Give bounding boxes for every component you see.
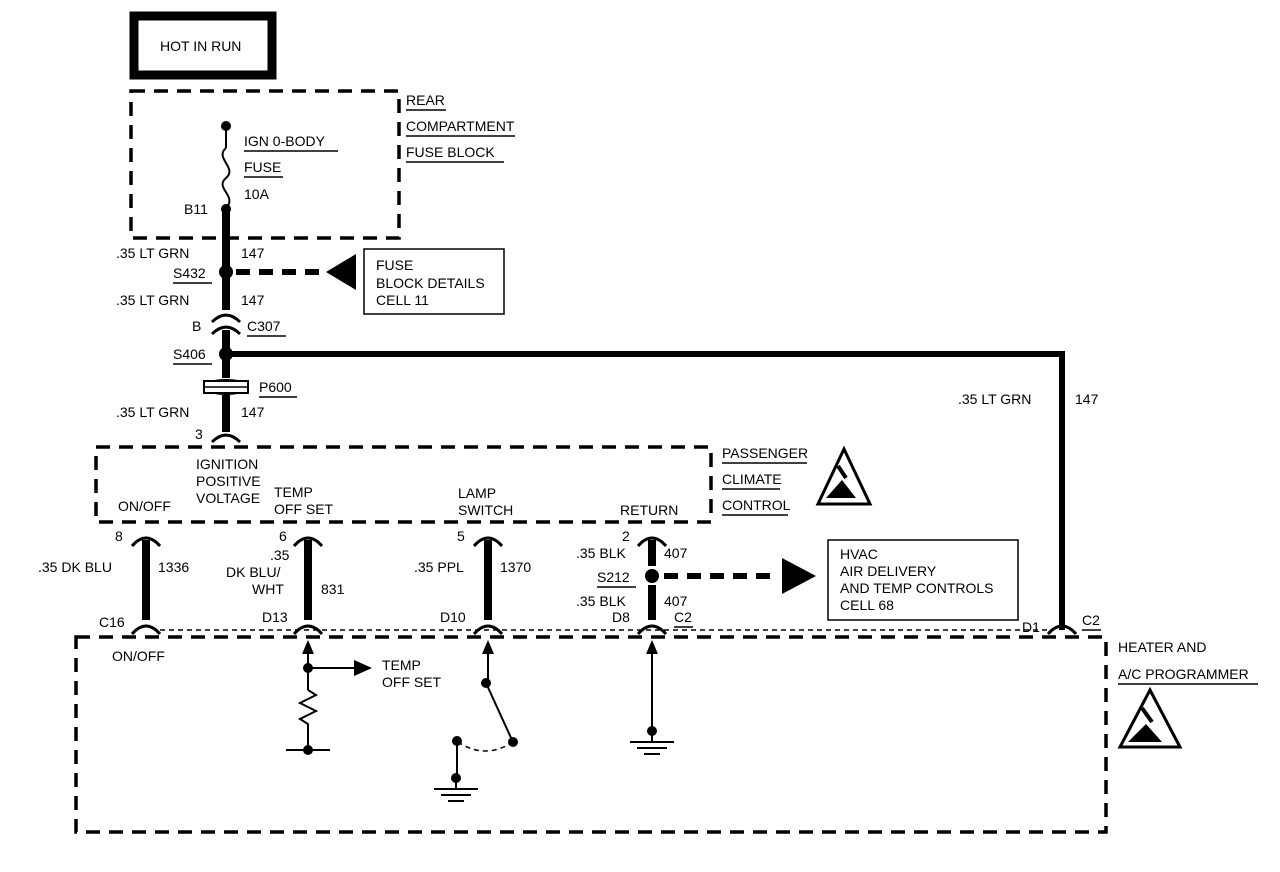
d8-label: D8: [612, 609, 630, 625]
w4-gauge: .35 LT GRN: [958, 391, 1031, 407]
pin2-label: 2: [622, 528, 630, 544]
hvac-ref: HVAC AIR DELIVERY AND TEMP CONTROLS CELL…: [827, 539, 1019, 621]
w6-circuit: 831: [321, 581, 345, 597]
p600-label: P600: [259, 379, 292, 395]
fuse-details-ref: FUSE BLOCK DETAILS CELL 11: [363, 248, 505, 315]
programmer-title-1: HEATER AND: [1118, 639, 1206, 655]
hvac-line-3: AND TEMP CONTROLS: [840, 580, 994, 596]
pin8-label: 8: [115, 528, 123, 544]
esd-warning-icon: [1117, 686, 1183, 749]
splice-s432: [219, 265, 233, 279]
ign-label-3: VOLTAGE: [196, 490, 260, 506]
branch-wires: [142, 540, 656, 620]
d13-label: D13: [262, 609, 288, 625]
pcc-title-3: CONTROL: [722, 497, 791, 513]
pcc-temp-label-1: TEMP: [274, 484, 313, 500]
fuse-block-title-1: REAR: [406, 92, 445, 108]
c307-pin: B: [192, 318, 201, 334]
programmer-connectors: [130, 624, 1078, 636]
w6-gauge-3: WHT: [252, 581, 284, 597]
w1-circuit: 147: [241, 245, 265, 261]
w9-circuit: 407: [664, 593, 688, 609]
fuse-block-title-3: FUSE BLOCK: [406, 144, 495, 160]
pin5-label: 5: [457, 528, 465, 544]
c2b-label: C2: [1082, 612, 1100, 628]
programmer-temp-label-2: OFF SET: [382, 674, 442, 690]
esd-warning-icon: [815, 445, 873, 506]
fuse-name-2: FUSE: [244, 159, 281, 175]
pcc-onoff-label: ON/OFF: [118, 498, 171, 514]
programmer-onoff-label: ON/OFF: [112, 648, 165, 664]
temp-offset-circuit: [286, 640, 372, 755]
hot-in-run-label: HOT IN RUN: [160, 38, 241, 54]
fuse-icon: [221, 121, 231, 214]
ground-icon: [630, 731, 674, 755]
fuse-name-1: IGN 0-BODY: [244, 133, 326, 149]
w4-circuit: 147: [1075, 391, 1099, 407]
w3-gauge: .35 LT GRN: [116, 404, 189, 420]
programmer-temp-label-1: TEMP: [382, 657, 421, 673]
programmer-box: [74, 635, 1108, 834]
fuse-details-line-1: FUSE: [376, 257, 413, 273]
arrow-icon: [782, 558, 816, 594]
connector-c307: [210, 313, 242, 336]
w5-circuit: 1336: [158, 559, 189, 575]
c2a-label: C2: [674, 609, 692, 625]
splice-s212: [645, 569, 659, 583]
ign-label-2: POSITIVE: [196, 473, 261, 489]
pin6-label: 6: [279, 528, 287, 544]
w5-gauge: .35 DK BLU: [38, 559, 112, 575]
passenger-climate-control-box: [94, 445, 713, 524]
w8-gauge: .35 BLK: [576, 545, 626, 561]
d10-label: D10: [440, 609, 466, 625]
w7-circuit: 1370: [500, 559, 531, 575]
pcc-temp-label-2: OFF SET: [274, 501, 334, 517]
fuse-block-box: REAR COMPARTMENT FUSE BLOCK IGN 0-BODY F…: [129, 89, 515, 240]
hvac-line-4: CELL 68: [840, 597, 894, 613]
hvac-line-2: AIR DELIVERY: [840, 563, 937, 579]
w7-gauge: .35 PPL: [414, 559, 464, 575]
fuse-block-title-2: COMPARTMENT: [406, 118, 515, 134]
arrow-icon: [326, 254, 356, 290]
d1-label: D1: [1022, 619, 1040, 635]
w2-circuit: 147: [241, 292, 265, 308]
pin3-label: 3: [195, 426, 203, 442]
pcc-return-label: RETURN: [620, 502, 678, 518]
w8-circuit: 407: [664, 545, 688, 561]
w3-circuit: 147: [241, 404, 265, 420]
fuse-rating: 10A: [244, 186, 270, 202]
fuse-details-line-3: CELL 11: [376, 292, 429, 308]
w2-gauge: .35 LT GRN: [116, 292, 189, 308]
w1-gauge: .35 LT GRN: [116, 245, 189, 261]
c16-label: C16: [99, 614, 125, 630]
pcc-title-1: PASSENGER: [722, 445, 808, 461]
lamp-switch-circuit: [451, 640, 518, 783]
hot-in-run-box: HOT IN RUN: [129, 11, 277, 80]
w9-gauge: .35 BLK: [576, 593, 626, 609]
pcc-pin-connectors: [130, 536, 668, 548]
pcc-lamp-label-1: LAMP: [458, 485, 496, 501]
return-circuit: [646, 640, 658, 736]
w6-gauge-2: DK BLU/: [226, 564, 281, 580]
fuse-details-line-2: BLOCK DETAILS: [376, 275, 485, 291]
w6-gauge-1: .35: [270, 547, 290, 563]
s212-label: S212: [597, 569, 630, 585]
pin3-connector: [210, 433, 242, 444]
s406-label: S406: [173, 346, 206, 362]
pcc-title-2: CLIMATE: [722, 471, 782, 487]
programmer-title-2: A/C PROGRAMMER: [1118, 666, 1249, 682]
s432-label: S432: [173, 265, 206, 281]
ign-label-1: IGNITION: [196, 456, 258, 472]
ground-icon: [434, 778, 478, 802]
terminal-b11: B11: [184, 201, 208, 217]
arrow-icon: [354, 660, 372, 676]
pcc-lamp-label-2: SWITCH: [458, 502, 513, 518]
grommet-p600: [203, 379, 249, 395]
c307-label: C307: [247, 318, 281, 334]
hvac-line-1: HVAC: [840, 546, 878, 562]
